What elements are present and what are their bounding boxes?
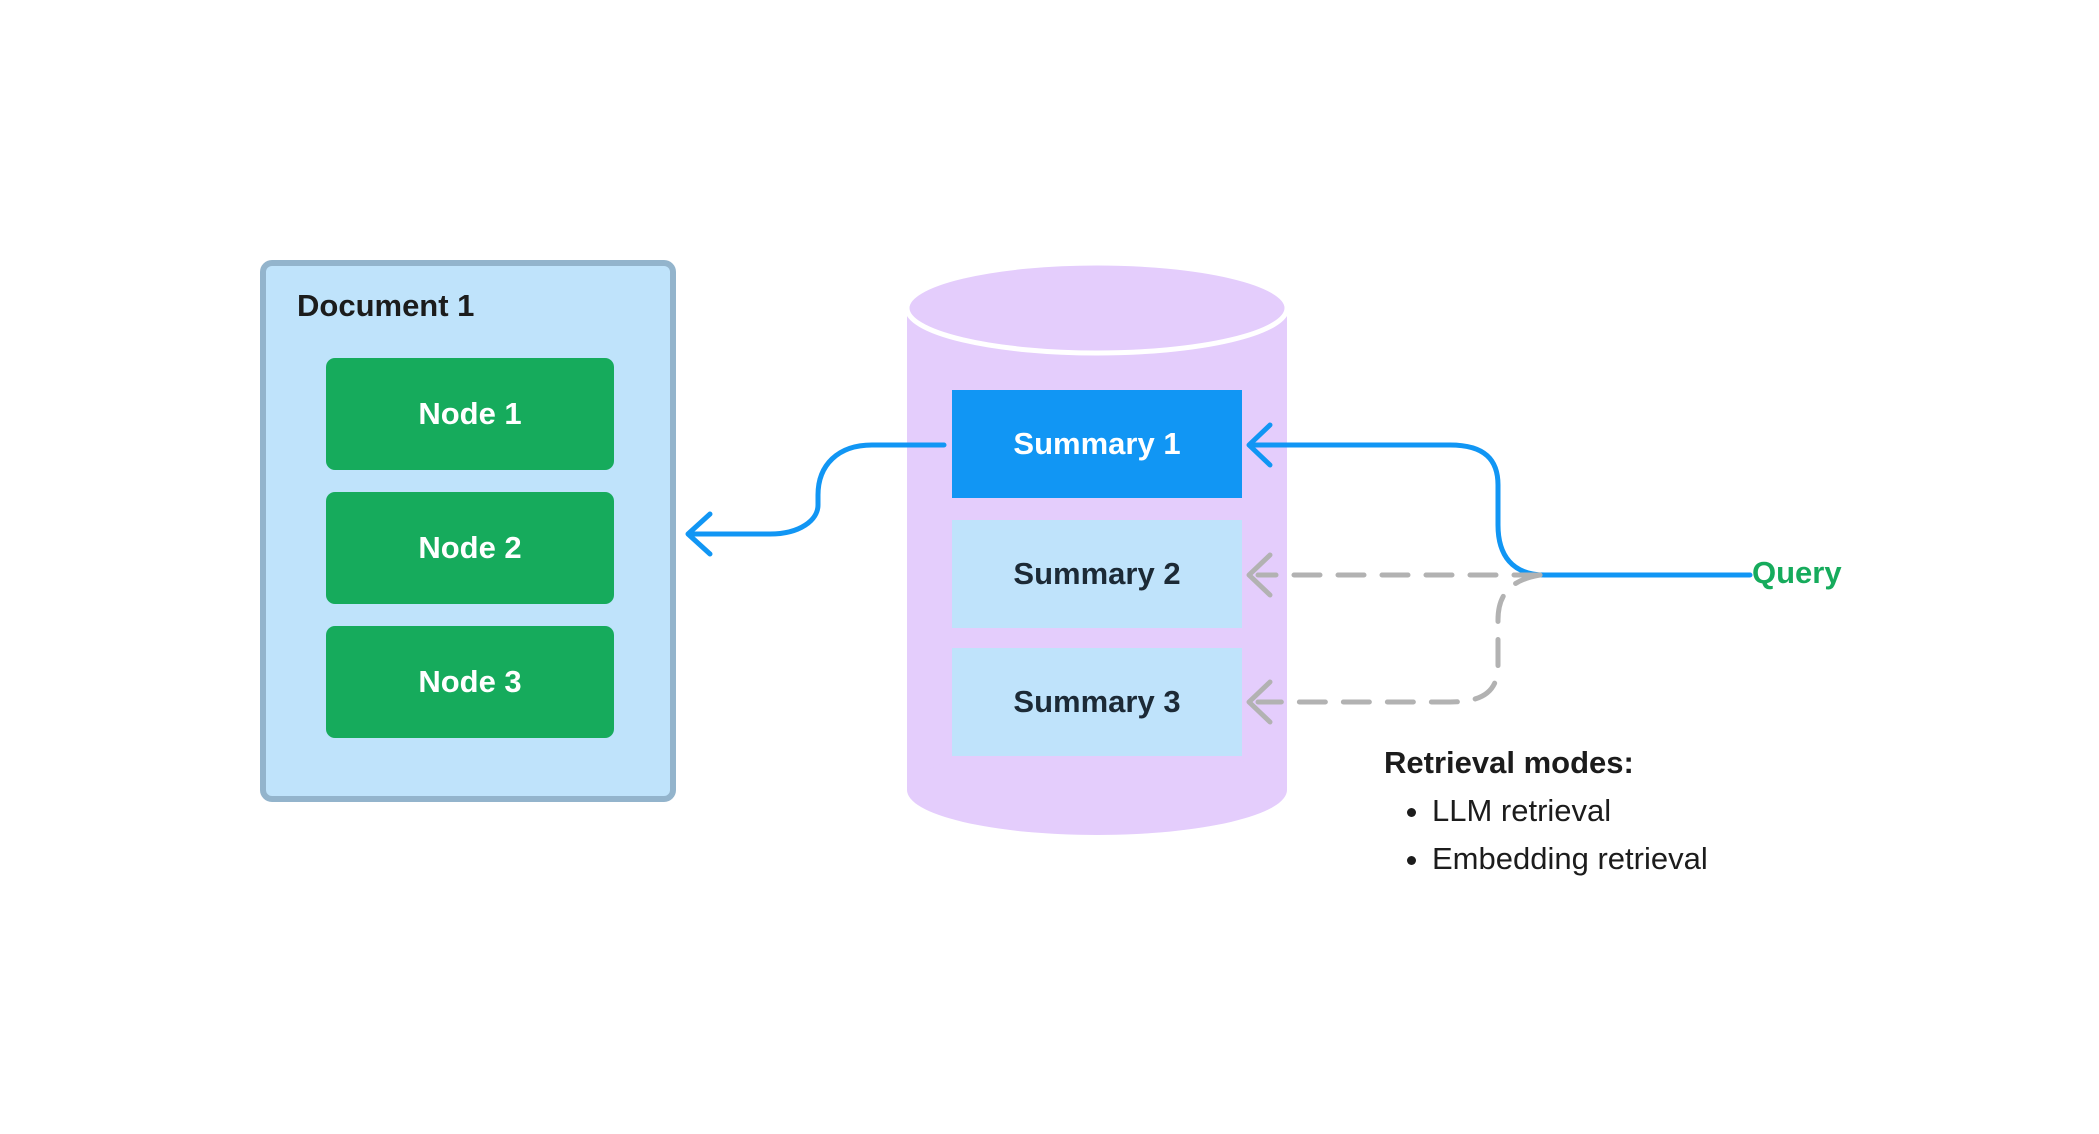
cylinder-bottom: [907, 745, 1287, 835]
retrieval-modes: Retrieval modes: LLM retrieval Embedding…: [1384, 745, 1708, 883]
document-title: Document 1: [297, 288, 475, 323]
summary-3: Summary 3: [952, 648, 1242, 756]
node-3: Node 3: [326, 626, 614, 738]
node-2: Node 2: [326, 492, 614, 604]
summary-2-arrowhead-icon: [1246, 552, 1273, 598]
document-panel: Document 1 Node 1 Node 2 Node 3: [260, 260, 676, 802]
document-arrowhead-icon: [685, 511, 713, 557]
summary-to-document-arrow: [689, 442, 947, 537]
summary-1-arrowhead-icon: [1246, 422, 1273, 468]
retrieval-modes-list: LLM retrieval Embedding retrieval: [1384, 787, 1708, 883]
query-label: Query: [1752, 555, 1842, 590]
cylinder-top: [904, 260, 1290, 356]
retrieval-mode-llm: LLM retrieval: [1432, 787, 1708, 835]
query-to-summary-3-dashed-arrow: [1255, 572, 1543, 705]
summary-3-arrowhead-icon: [1246, 679, 1273, 725]
summary-2: Summary 2: [952, 520, 1242, 628]
node-1: Node 1: [326, 358, 614, 470]
retrieval-modes-title: Retrieval modes:: [1384, 745, 1634, 780]
query-to-summary-1-arrow: [1252, 442, 1753, 578]
retrieval-mode-embedding: Embedding retrieval: [1432, 835, 1708, 883]
summary-1: Summary 1: [952, 390, 1242, 498]
